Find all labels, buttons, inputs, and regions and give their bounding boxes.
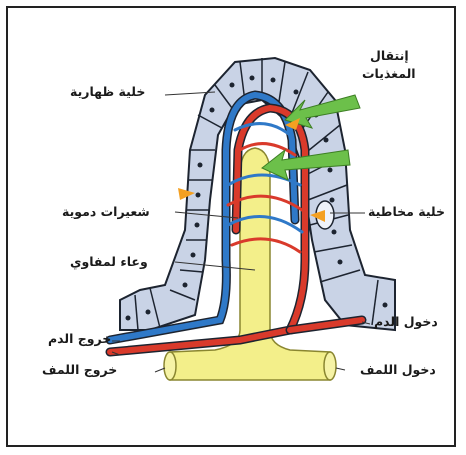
label-blood-exit: خروج الدم xyxy=(48,331,111,347)
label-nutrient-transport-2: المغذيات xyxy=(362,66,416,82)
label-blood-entry: دخول الدم xyxy=(374,314,438,330)
label-capillaries: شعيرات دموية xyxy=(62,204,150,220)
label-goblet-cell: خلية مخاطية xyxy=(368,204,445,220)
label-nutrient-transport-1: إنتقال xyxy=(370,48,409,64)
label-lymph-exit: خروج اللمف xyxy=(42,362,117,378)
label-lymph-vessel: وعاء لمفاوي xyxy=(70,254,148,270)
label-epithelial-cell: خلية ظهارية xyxy=(70,84,145,100)
label-lymph-entry: دخول اللمف xyxy=(360,362,436,378)
